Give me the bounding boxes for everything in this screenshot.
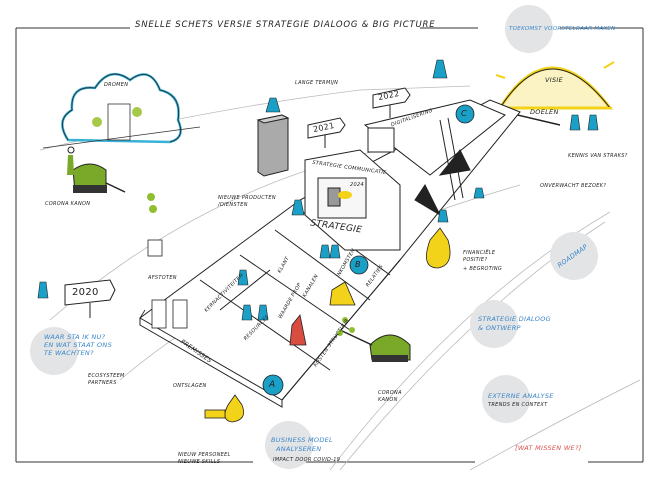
- label-year-2020: 2020: [72, 287, 99, 298]
- label-business-model-1: BUSINESS MODEL: [271, 436, 333, 444]
- label-dromen: DROMEN: [104, 82, 129, 88]
- bubble-externe-analyse: [482, 375, 530, 423]
- label-ecosysteem-2: PARTNERS: [88, 380, 117, 386]
- badge-c-circle: [455, 104, 475, 124]
- badge-c: C: [461, 109, 467, 118]
- label-onverwacht: ONVERWACHT BEZOEK?: [540, 183, 607, 189]
- label-waar-2: EN WAT STAAT ONS: [44, 341, 113, 349]
- label-nieuwe-producten-1: NIEUWE PRODUCTEN: [218, 195, 276, 201]
- containers: [139, 239, 188, 329]
- signposts: [64, 87, 411, 318]
- label-lange-termijn: LANGE TERMIJN: [295, 80, 339, 86]
- label-externe-analyse: EXTERNE ANALYSE: [488, 392, 554, 400]
- frame: [15, 27, 644, 463]
- label-nieuw-personeel-2: NIEUWE SKILLS: [178, 459, 221, 465]
- label-corona-kanon-right-2: KANON: [378, 397, 398, 403]
- label-toekomst: TOEKOMST VOORSTELBAAR MAKEN: [509, 26, 616, 32]
- corona-cannon-left: [67, 146, 126, 193]
- bubble-waar-sta-ik: [30, 327, 78, 375]
- badge-a-circle: [262, 374, 284, 396]
- bubble-business-model: [265, 421, 313, 469]
- visie-dome: [491, 42, 615, 126]
- label-nieuw-personeel-1: NIEUW PERSONEEL: [178, 452, 231, 458]
- dromen-cloud: [42, 72, 201, 149]
- label-business-model-2: ANALYSEREN: [276, 445, 322, 453]
- label-doelen: DOELEN: [530, 108, 559, 116]
- label-corona-kanon-left: CORONA KANON: [45, 201, 91, 207]
- label-impact: IMPACT DOOR COVID-19: [273, 457, 341, 463]
- people-figures: [37, 59, 599, 321]
- badges: [262, 104, 475, 396]
- bubble-roadmap: [550, 232, 598, 280]
- strategie-block: [304, 149, 401, 251]
- label-ontslagen: ONTSLAGEN: [173, 383, 207, 389]
- virus-icons: [147, 193, 355, 336]
- label-waar-1: WAAR STA IK NU?: [44, 333, 106, 341]
- label-financiele-3: + BEGROTING: [463, 266, 503, 272]
- label-strategie-dialoog-2: & ONTWERP: [478, 324, 521, 332]
- label-trends: TRENDS EN CONTEXT: [488, 402, 548, 408]
- label-financiele-2: POSITIE?: [463, 257, 488, 263]
- corona-cannon-right: [339, 329, 411, 362]
- badge-b: B: [355, 260, 361, 269]
- bubble-strategie-dialoog: [470, 300, 518, 348]
- label-wat-missen-we: [WAT MISSEN WE?]: [515, 444, 582, 452]
- label-kennis: KENNIS VAN STRAKS?: [568, 153, 628, 159]
- tower: [256, 114, 290, 177]
- bubble-toekomst: [505, 5, 553, 53]
- label-financiele-1: FINANCIËLE: [463, 250, 496, 256]
- label-ecosysteem-1: ECOSYSTEEM: [88, 373, 125, 379]
- label-strategie-dialoog-1: STRATEGIE DIALOOG: [478, 315, 551, 323]
- badge-b-circle: [349, 255, 369, 275]
- label-visie: VISIE: [545, 76, 564, 84]
- label-afstoten: AFSTOTEN: [148, 275, 177, 281]
- label-waar-3: TE WACHTEN?: [44, 349, 94, 357]
- business-model-platform: [139, 99, 521, 408]
- label-corona-kanon-right-1: CORONA: [378, 390, 402, 396]
- label-nieuwe-producten-2: /DIENSTEN: [218, 202, 248, 208]
- badge-a: A: [269, 380, 276, 390]
- money-bags: [204, 227, 451, 423]
- page-title: SNELLE SCHETS VERSIE STRATEGIE DIALOOG &…: [135, 20, 436, 30]
- bm-2024: 2024: [350, 182, 364, 188]
